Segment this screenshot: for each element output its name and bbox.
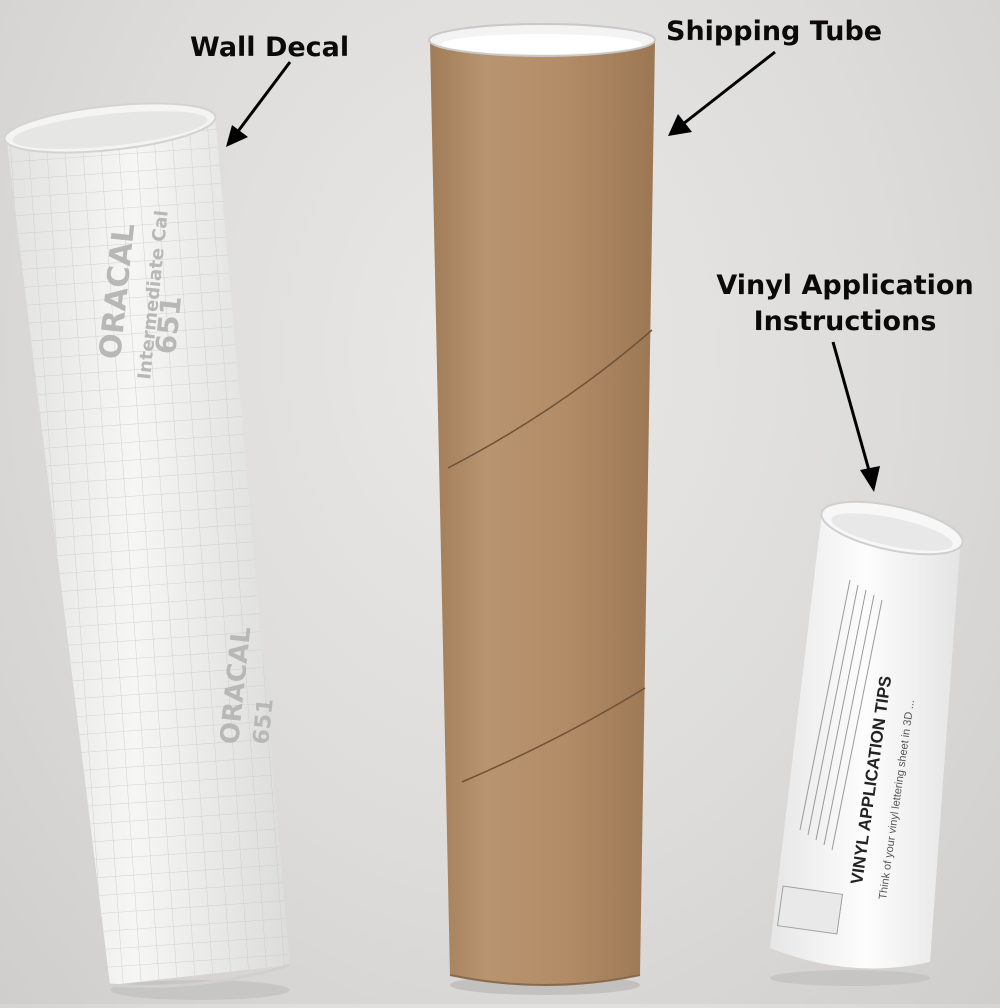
instructions-roll: VINYL APPLICATION TIPS Think of your vin…	[770, 500, 964, 986]
vinyl-label-line-1: Vinyl Application	[716, 270, 974, 301]
vinyl-label-line-2: Instructions	[753, 306, 937, 337]
shipping-tube-label: Shipping Tube	[666, 16, 883, 47]
vinyl-instructions-label: Vinyl Application Instructions	[705, 268, 985, 340]
decal-number-text-2: 651	[249, 697, 279, 745]
decal-number-text: 651	[149, 294, 188, 356]
wall-decal-roll: ORACAL Intermediate Cal 651 ORACAL 651	[3, 102, 291, 1000]
wall-decal-label: Wall Decal	[190, 32, 350, 63]
shipping-tube	[428, 23, 656, 995]
vinyl-instructions-arrow	[831, 341, 880, 492]
shipping-tube-arrow	[668, 50, 776, 136]
wall-decal-arrow	[226, 61, 292, 147]
